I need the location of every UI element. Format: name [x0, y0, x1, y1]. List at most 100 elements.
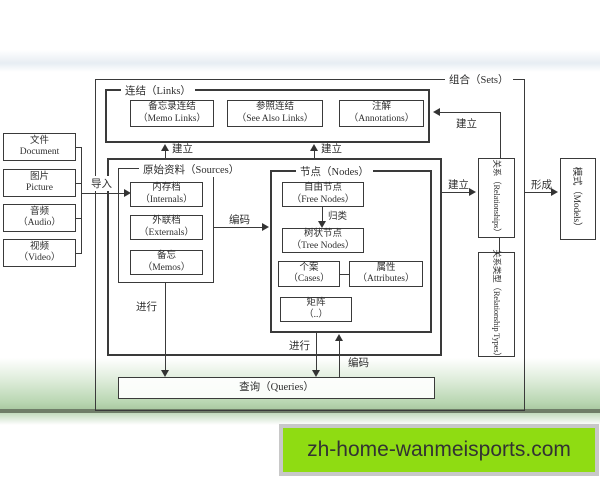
sources-group-label: 原始资料（Sources） — [139, 162, 244, 177]
picture-label-zh: 图片 — [29, 171, 49, 182]
see-also-links-label-en: （See Also Links） — [236, 113, 314, 124]
models-box: 模式（Models） — [560, 158, 596, 240]
import-bus-line — [81, 147, 82, 253]
nodes-group-label: 节点（Nodes） — [296, 164, 373, 179]
internals-box: 内存档 （Internals） — [130, 182, 203, 207]
attributes-box: 属性 （Attributes） — [349, 261, 423, 287]
models-label: 模式（Models） — [571, 166, 581, 232]
edge-label-establish-1: 建立 — [172, 144, 193, 155]
free-nodes-label-zh: 自由节点 — [303, 183, 342, 193]
relationships-box: 关系（Relationships） — [478, 158, 515, 238]
memos-box: 备忘 （Memos） — [130, 250, 203, 275]
memos-label-zh: 备忘 — [156, 251, 176, 261]
form-line — [525, 192, 551, 193]
arrowhead-perform-2 — [312, 370, 320, 377]
edge-label-perform-1: 进行 — [136, 302, 157, 313]
annotations-label-zh: 注解 — [371, 102, 391, 112]
edge-label-form: 形成 — [531, 180, 552, 191]
cases-box: 个案 （Cases） — [278, 261, 340, 287]
relationships-label: 关系（Relationships） — [491, 159, 502, 237]
relationship-types-box: 关系类型（Relationship Types） — [478, 248, 515, 361]
attributes-label-zh: 属性 — [376, 262, 396, 273]
edge-label-establish-4: 建立 — [456, 119, 477, 130]
top-haze-band — [0, 50, 600, 72]
edge-label-coding-2: 编码 — [348, 358, 369, 369]
video-label-en: （Video） — [18, 253, 61, 263]
cases-label-zh: 个案 — [299, 262, 319, 273]
edge-label-perform-2: 进行 — [289, 341, 310, 352]
arrowhead-perform-1 — [161, 370, 169, 377]
establish-links-vline — [500, 112, 501, 158]
internals-label-zh: 内存档 — [152, 183, 181, 193]
grass-fade — [0, 413, 600, 425]
banner: zh-home-wanmeisports.com — [279, 424, 599, 476]
audio-label-en: （Audio） — [18, 218, 61, 228]
arrowhead-classify — [318, 221, 326, 228]
links-group-box — [105, 89, 430, 143]
arrowhead-import — [124, 189, 131, 197]
import-line — [81, 193, 124, 194]
audio-label-zh: 音频 — [29, 206, 49, 217]
banner-text: zh-home-wanmeisports.com — [307, 438, 571, 461]
tree-nodes-label-en: （Tree Nodes） — [291, 240, 355, 251]
arrowhead-coding-up — [335, 334, 343, 341]
establish-links-hline — [440, 112, 500, 113]
memo-links-label-zh: 备忘录连结 — [148, 102, 196, 112]
edge-label-coding-1: 编码 — [229, 215, 250, 226]
links-group-label: 连结（Links） — [121, 83, 195, 98]
arrowhead-coding — [262, 223, 269, 231]
matrix-box: 矩阵 （..） — [280, 297, 352, 322]
memo-links-box: 备忘录连结 （Memo Links） — [130, 100, 214, 127]
see-also-links-box: 参照连结 （See Also Links） — [227, 100, 323, 127]
classify-line — [322, 207, 323, 221]
establish-line-1 — [165, 151, 166, 158]
document-box: 文件 Document — [3, 133, 76, 161]
picture-box: 图片 Picture — [3, 169, 76, 197]
video-box: 视频 （Video） — [3, 239, 76, 267]
grass-dark-line — [0, 409, 600, 413]
coding-up-line — [339, 341, 340, 377]
free-nodes-box: 自由节点 （Free Nodes） — [282, 182, 364, 207]
externals-label-zh: 外联档 — [152, 216, 181, 226]
arrowhead-establish-2 — [310, 144, 318, 151]
sets-group-label: 组合（Sets） — [445, 72, 513, 87]
establish-rel-line — [442, 192, 469, 193]
arrowhead-form — [551, 188, 558, 196]
rel-types-connector — [499, 238, 500, 252]
externals-box: 外联档 （Externals） — [130, 215, 203, 240]
tree-nodes-label-zh: 树状节点 — [303, 229, 342, 239]
relationship-types-label: 关系类型（Relationship Types） — [491, 248, 502, 361]
internals-label-en: （Internals） — [140, 194, 193, 205]
arrowhead-establish-1 — [161, 144, 169, 151]
sets-group-box — [95, 79, 525, 411]
matrix-label-en: （..） — [304, 309, 328, 320]
document-label-zh: 文件 — [29, 135, 49, 146]
stub-line-video — [76, 253, 82, 254]
edge-label-classify: 归类 — [328, 212, 348, 222]
inner-container-box — [107, 158, 442, 356]
document-label-en: Document — [19, 147, 60, 157]
arrowhead-establish-rel — [469, 188, 476, 196]
attributes-label-en: （Attributes） — [357, 274, 415, 284]
edge-label-import: 导入 — [89, 176, 114, 191]
video-label-zh: 视频 — [29, 241, 49, 252]
memos-label-en: （Memos） — [142, 262, 191, 273]
annotations-label-en: （Annotations） — [348, 113, 415, 124]
perform-line-2 — [316, 333, 317, 370]
perform-line-1 — [165, 283, 166, 370]
edge-label-establish-2: 建立 — [321, 144, 342, 155]
establish-line-2 — [314, 151, 315, 158]
memo-links-label-en: （Memo Links） — [138, 113, 206, 124]
annotations-box: 注解 （Annotations） — [339, 100, 424, 127]
arrowhead-establish-links — [433, 108, 440, 116]
stub-line-document — [76, 147, 82, 148]
free-nodes-label-en: （Free Nodes） — [291, 194, 355, 205]
queries-box: 查询（Queries） — [118, 377, 435, 399]
edge-label-establish-3: 建立 — [448, 180, 469, 191]
matrix-label-zh: 矩阵 — [306, 298, 326, 308]
stub-line-audio — [76, 218, 82, 219]
tree-nodes-box: 树状节点 （Tree Nodes） — [282, 228, 364, 253]
queries-label: 查询（Queries） — [239, 382, 314, 394]
cases-attributes-connector — [340, 274, 349, 275]
